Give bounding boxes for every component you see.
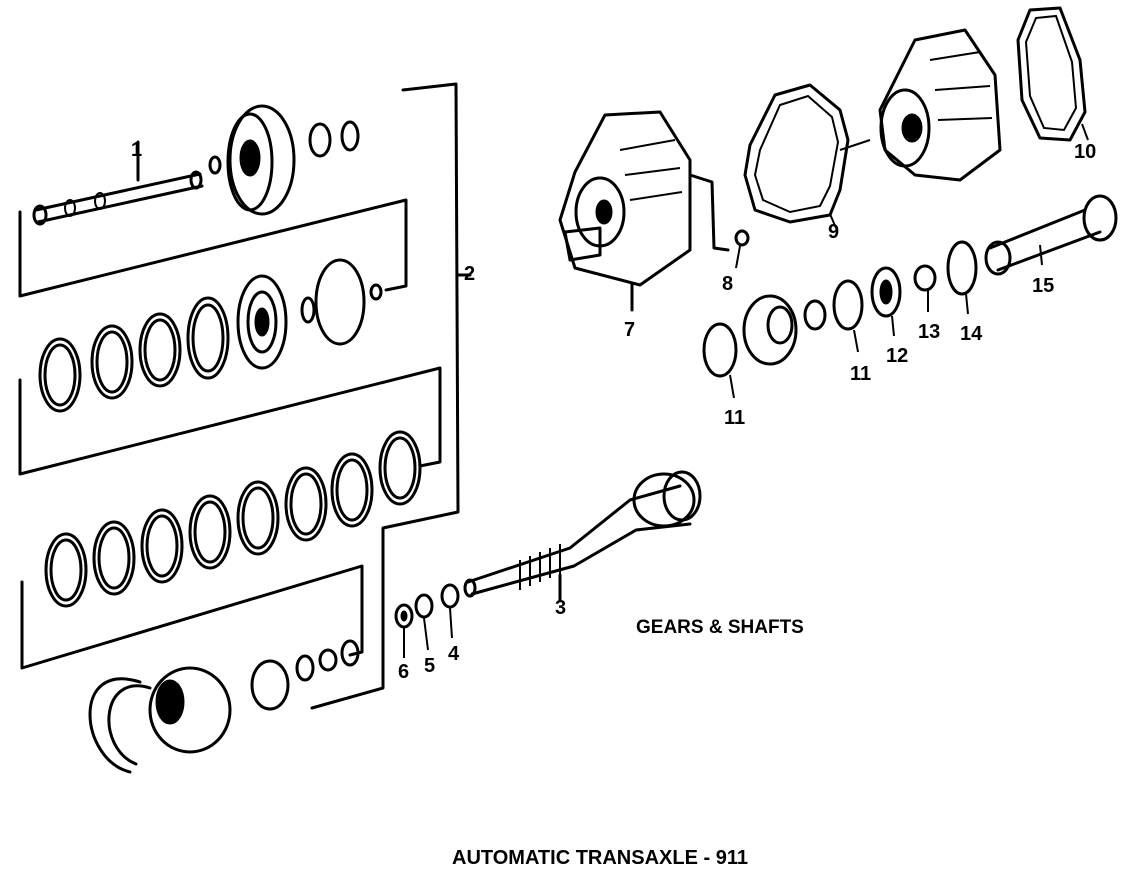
rings-4-5-6 <box>394 583 460 658</box>
diagram-caption: AUTOMATIC TRANSAXLE - 911 <box>452 847 748 869</box>
label-part-10: 10 <box>1074 141 1096 163</box>
part-7-housing <box>558 110 730 312</box>
label-part-8: 8 <box>722 273 733 295</box>
label-part-11a: 11 <box>724 407 745 429</box>
label-part-5: 5 <box>424 655 435 677</box>
planetary-assembly <box>88 639 360 774</box>
part-10-gasket <box>1016 6 1089 142</box>
lower-right-parts <box>702 194 1118 399</box>
label-part-1: 1 <box>131 139 142 161</box>
label-part-15: 15 <box>1032 275 1054 297</box>
label-part-3: 3 <box>555 597 566 619</box>
label-part-4: 4 <box>448 643 460 665</box>
label-part-9: 9 <box>828 221 839 243</box>
bracket-2 <box>310 82 472 710</box>
label-part-6: 6 <box>398 661 409 683</box>
label-part-12: 12 <box>886 345 908 367</box>
part-8-ring <box>734 229 750 269</box>
clutch-row-2 <box>44 430 422 608</box>
pump-housing <box>839 28 1002 182</box>
section-heading: GEARS & SHAFTS <box>636 617 804 638</box>
clutch-row-1 <box>38 258 383 413</box>
label-part-13: 13 <box>918 321 940 343</box>
part-9-gasket <box>743 83 850 229</box>
label-part-7: 7 <box>624 319 635 341</box>
part-1-shaft <box>32 155 222 226</box>
label-part-2: 2 <box>464 263 475 285</box>
label-part-14: 14 <box>960 323 983 345</box>
label-part-11b: 11 <box>850 363 871 385</box>
part-3-mainshaft <box>463 470 702 602</box>
part-1-drum <box>136 104 360 216</box>
clutch-frame-lines <box>18 198 442 670</box>
part-labels: 1 2 3 4 5 6 7 8 9 10 11 11 12 13 14 15 <box>131 139 1096 683</box>
